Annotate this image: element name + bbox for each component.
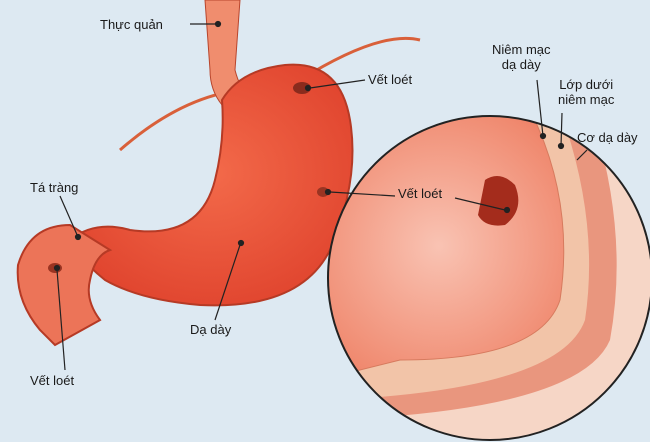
ulcer-middle [317,187,329,197]
stomach-body [68,63,354,307]
label-duodenum: Tá tràng [30,180,79,195]
label-mucosa-line2: dạ dày [501,57,541,72]
label-ulcer-middle: Vết loét [398,186,443,201]
label-esophagus: Thực quản [100,17,163,32]
label-submucosa-line1: Lớp dưới [559,77,614,92]
label-ulcer-top: Vết loét [368,72,413,87]
ulcer-top [293,82,311,94]
pointer-lines [53,20,588,371]
magnified-view [327,115,650,441]
label-submucosa-line2: niêm mạc [558,92,615,107]
label-muscle: Cơ dạ dày [577,130,638,145]
label-stomach: Dạ dày [190,322,232,337]
label-ulcer-bottom: Vết loét [30,373,75,388]
label-mucosa-line1: Niêm mạc [492,42,551,57]
duodenum [16,223,113,347]
